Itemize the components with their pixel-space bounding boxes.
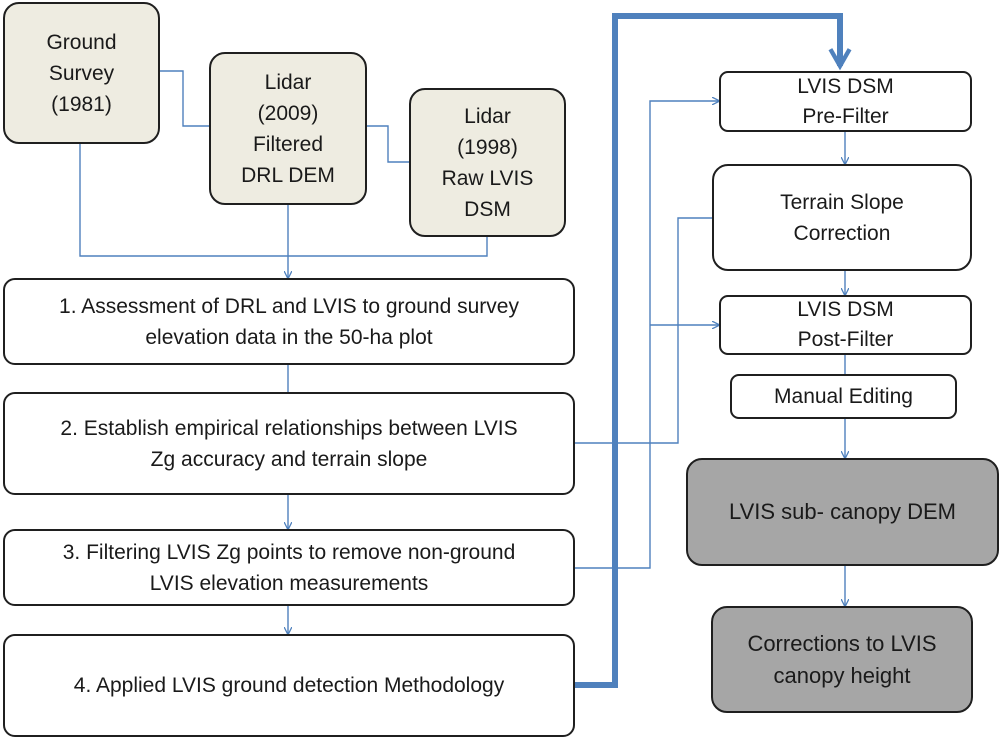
connector-methodology-to-pre-filter [574,13,852,688]
post-filter-label: LVIS DSM Post-Filter [797,298,894,351]
canopy-height-box: Corrections to LVIS canopy height [711,606,973,713]
ground-survey-label: Ground Survey (1981) [46,30,117,116]
sub-canopy-dem-label: LVIS sub- canopy DEM [728,499,957,524]
step-4-box: 4. Applied LVIS ground detection Methodo… [3,634,575,737]
step-2-label: 2. Establish empirical relationships bet… [60,416,518,471]
manual-editing-label: Manual Editing [774,384,913,408]
lidar-2009-box: Lidar (2009) Filtered DRL DEM [209,52,367,205]
post-filter-box: LVIS DSM Post-Filter [719,295,972,355]
step-3-box: 3. Filtering LVIS Zg points to remove no… [3,529,575,606]
lidar-1998-box: Lidar (1998) Raw LVIS DSM [409,88,566,237]
connector-lidar1998-to-step1 [288,236,488,257]
connector-step2-to-slope-correction [574,217,712,444]
manual-editing-box: Manual Editing [730,374,957,419]
step-4-label: 4. Applied LVIS ground detection Methodo… [73,674,505,697]
slope-correction-box: Terrain Slope Correction [712,164,972,271]
step-1-label: 1. Assessment of DRL and LVIS to ground … [59,294,519,349]
slope-correction-label: Terrain Slope Correction [780,190,904,245]
step-2-box: 2. Establish empirical relationships bet… [3,392,575,495]
lidar-2009-label: Lidar (2009) Filtered DRL DEM [241,70,335,187]
ground-survey-box: Ground Survey (1981) [3,2,160,144]
connector-lidar2009-to-lidar1998 [366,125,410,163]
pre-filter-label: LVIS DSM Pre-Filter [797,74,894,128]
connector-survey-to-step1 [79,143,288,257]
connector-survey-to-lidar2009 [159,70,209,127]
step-3-label: 3. Filtering LVIS Zg points to remove no… [62,540,516,595]
pre-filter-box: LVIS DSM Pre-Filter [719,71,972,132]
step-1-box: 1. Assessment of DRL and LVIS to ground … [3,278,575,365]
sub-canopy-dem-box: LVIS sub- canopy DEM [686,458,999,566]
lidar-1998-label: Lidar (1998) Raw LVIS DSM [441,104,534,221]
canopy-height-label: Corrections to LVIS canopy height [747,630,937,688]
